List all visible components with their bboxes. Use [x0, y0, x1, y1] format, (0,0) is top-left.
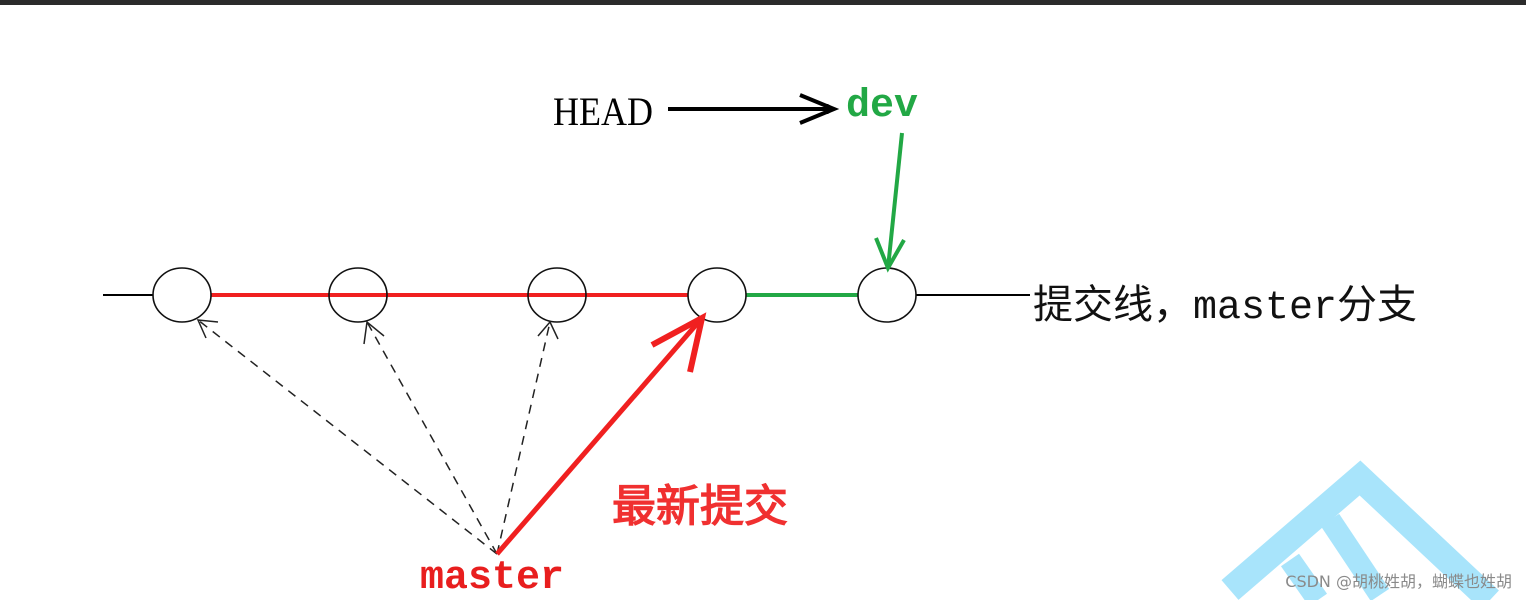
window-top-bar	[0, 0, 1526, 5]
dashed-arrow-commit-2	[366, 321, 498, 555]
commit-line-label: 提交线，master分支	[1033, 272, 1417, 331]
master-branch-label: master	[420, 556, 565, 601]
dashed-arrow-heads	[196, 319, 559, 345]
commit-node-4	[687, 267, 747, 323]
history-dashed-arrows	[197, 319, 551, 555]
commit-node-1	[152, 267, 212, 323]
commit-line-label-branch: master	[1193, 286, 1338, 331]
newest-commit-label: 最新提交	[612, 481, 788, 532]
csdn-watermark: CSDN @胡桃姓胡，蝴蝶也姓胡	[1285, 572, 1512, 591]
dev-pointer-arrow	[874, 132, 906, 273]
commit-line-label-suffix: 分支	[1337, 282, 1418, 328]
commit-node-5	[857, 267, 917, 323]
head-label: HEAD	[553, 89, 653, 134]
dashed-arrow-commit-1	[197, 319, 498, 555]
commit-node-3	[527, 267, 587, 323]
dev-branch-label: dev	[846, 84, 919, 129]
logo-fragment-icon	[1221, 460, 1499, 600]
commit-node-2	[328, 267, 388, 323]
dashed-arrow-commit-3	[496, 321, 551, 555]
head-arrow-tip	[799, 93, 840, 125]
newest-commit-arrow	[495, 312, 707, 556]
commit-line-label-prefix: 提交线，	[1033, 282, 1193, 328]
